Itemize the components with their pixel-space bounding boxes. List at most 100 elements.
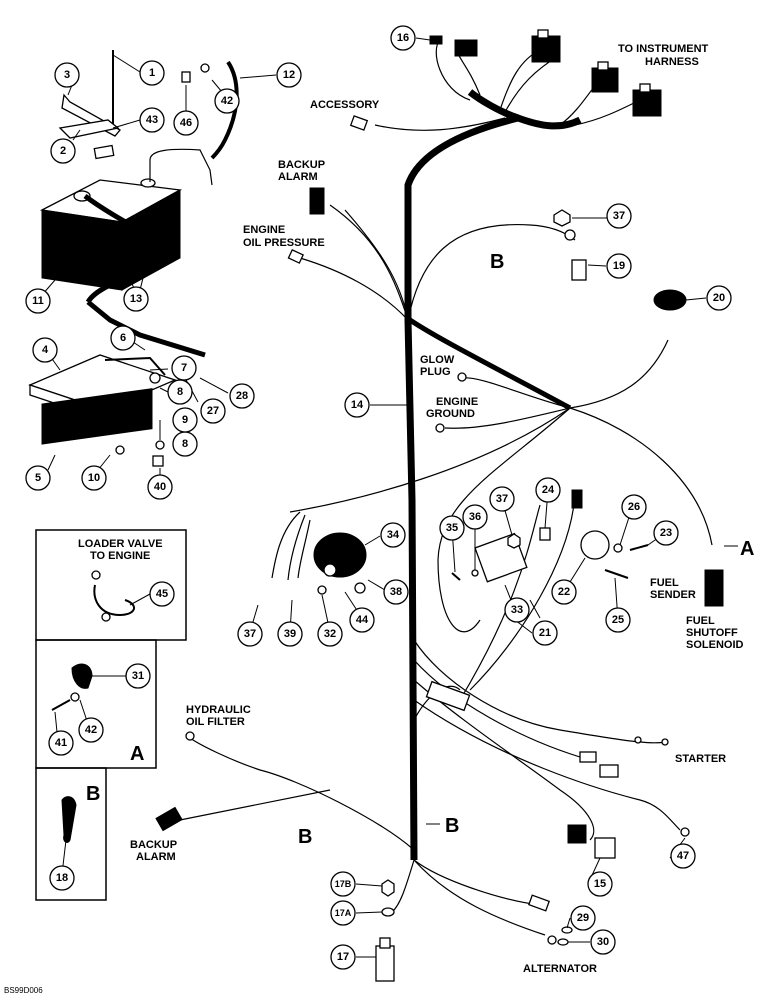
svg-text:2: 2 [60, 145, 66, 157]
svg-text:20: 20 [713, 292, 725, 304]
leader-lines [41, 37, 707, 958]
svg-text:34: 34 [387, 529, 400, 541]
label-glow-plug-1: GLOW [420, 354, 455, 366]
callout-35: 35 [439, 515, 465, 541]
label-alternator: ALTERNATOR [523, 963, 597, 975]
callout-7: 7 [171, 355, 197, 381]
label-backup-alarm-bottom-2: ALARM [136, 851, 176, 863]
svg-text:37: 37 [244, 628, 256, 640]
svg-text:40: 40 [154, 481, 166, 493]
callout-8b: 8 [172, 431, 198, 457]
callout-20: 20 [706, 285, 732, 311]
callout-25: 25 [605, 607, 631, 633]
label-fuel-sender-2: SENDER [650, 589, 696, 601]
callout-46: 46 [173, 110, 199, 136]
callout-43: 43 [139, 107, 165, 133]
svg-text:17B: 17B [335, 879, 352, 889]
label-hydraulic-oil-filter-2: OIL FILTER [186, 716, 245, 728]
label-fuel-shutoff-solenoid-2: SHUTOFF [686, 627, 738, 639]
callout-15: 15 [587, 871, 613, 897]
callout-18: 18 [49, 865, 75, 891]
callout-3: 3 [54, 62, 80, 88]
callout-42a: 42 [78, 717, 104, 743]
label-hydraulic-oil-filter-1: HYDRAULIC [186, 704, 251, 716]
inset-label-b: B [86, 783, 100, 805]
label-fuel-sender-1: FUEL [650, 577, 679, 589]
svg-text:42: 42 [85, 724, 97, 736]
svg-text:42: 42 [221, 95, 233, 107]
label-engine-ground-1: ENGINE [436, 396, 478, 408]
inset-label-a: A [130, 743, 144, 765]
svg-text:21: 21 [539, 627, 551, 639]
svg-text:1: 1 [149, 67, 155, 79]
callout-21: 21 [532, 620, 558, 646]
svg-text:3: 3 [64, 69, 70, 81]
callout-32: 32 [317, 621, 343, 647]
callout-42b: 42 [214, 88, 240, 114]
callout-1: 1 [139, 60, 165, 86]
callout-12: 12 [276, 62, 302, 88]
callout-17: 17 [330, 944, 356, 970]
drawing-code: BS99D006 [4, 986, 43, 995]
svg-text:18: 18 [56, 872, 68, 884]
callouts: 1 2 3 4 5 6 7 8 8 9 10 11 12 13 14 15 16… [25, 25, 732, 970]
callout-40: 40 [147, 474, 173, 500]
callout-37c: 37 [237, 621, 263, 647]
svg-text:16: 16 [397, 32, 409, 44]
label-to-instrument-harness-2: HARNESS [645, 56, 699, 68]
svg-text:12: 12 [283, 69, 295, 81]
label-engine-ground-2: GROUND [426, 408, 475, 420]
callout-6: 6 [110, 325, 136, 351]
label-loader-valve-1: LOADER VALVE [78, 538, 163, 550]
svg-text:44: 44 [356, 614, 369, 626]
callout-27: 27 [200, 398, 226, 424]
svg-text:8: 8 [177, 386, 183, 398]
callout-36: 36 [462, 504, 488, 530]
label-engine-oil-pressure-1: ENGINE [243, 224, 285, 236]
callout-22: 22 [551, 579, 577, 605]
svg-text:41: 41 [55, 737, 67, 749]
callout-17b: 17B [330, 871, 356, 897]
svg-text:17: 17 [337, 951, 349, 963]
svg-text:7: 7 [181, 362, 187, 374]
callout-37b: 37 [489, 486, 515, 512]
callout-16: 16 [390, 25, 416, 51]
svg-text:37: 37 [496, 493, 508, 505]
svg-text:5: 5 [35, 472, 41, 484]
battery-tray-group [28, 354, 177, 467]
callout-9: 9 [172, 407, 198, 433]
callout-10: 10 [81, 465, 107, 491]
label-accessory: ACCESSORY [310, 99, 380, 111]
svg-text:29: 29 [577, 912, 589, 924]
callout-45: 45 [149, 581, 175, 607]
svg-text:13: 13 [130, 293, 142, 305]
callout-11: 11 [25, 288, 51, 314]
callout-39: 39 [277, 621, 303, 647]
callout-24: 24 [535, 477, 561, 503]
callout-14: 14 [344, 392, 370, 418]
callout-44: 44 [349, 607, 375, 633]
svg-text:28: 28 [236, 390, 248, 402]
callout-5: 5 [25, 465, 51, 491]
svg-text:10: 10 [88, 472, 100, 484]
svg-text:46: 46 [180, 117, 192, 129]
label-backup-alarm-bottom-1: BACKUP [130, 839, 177, 851]
callout-13: 13 [123, 286, 149, 312]
label-engine-oil-pressure-2: OIL PRESSURE [243, 237, 325, 249]
label-glow-plug-2: PLUG [420, 366, 451, 378]
svg-text:8: 8 [182, 438, 188, 450]
svg-text:45: 45 [156, 588, 168, 600]
svg-text:38: 38 [390, 586, 402, 598]
svg-text:9: 9 [182, 414, 188, 426]
svg-text:35: 35 [446, 522, 458, 534]
main-harness [179, 39, 713, 936]
callout-17a: 17A [330, 900, 356, 926]
callout-4: 4 [32, 337, 58, 363]
text-labels: TO INSTRUMENT HARNESS ACCESSORY BACKUP A… [4, 43, 754, 995]
svg-text:26: 26 [628, 501, 640, 513]
svg-text:4: 4 [42, 344, 49, 356]
inset-panels [35, 529, 187, 901]
callout-23: 23 [653, 520, 679, 546]
label-starter: STARTER [675, 753, 726, 765]
